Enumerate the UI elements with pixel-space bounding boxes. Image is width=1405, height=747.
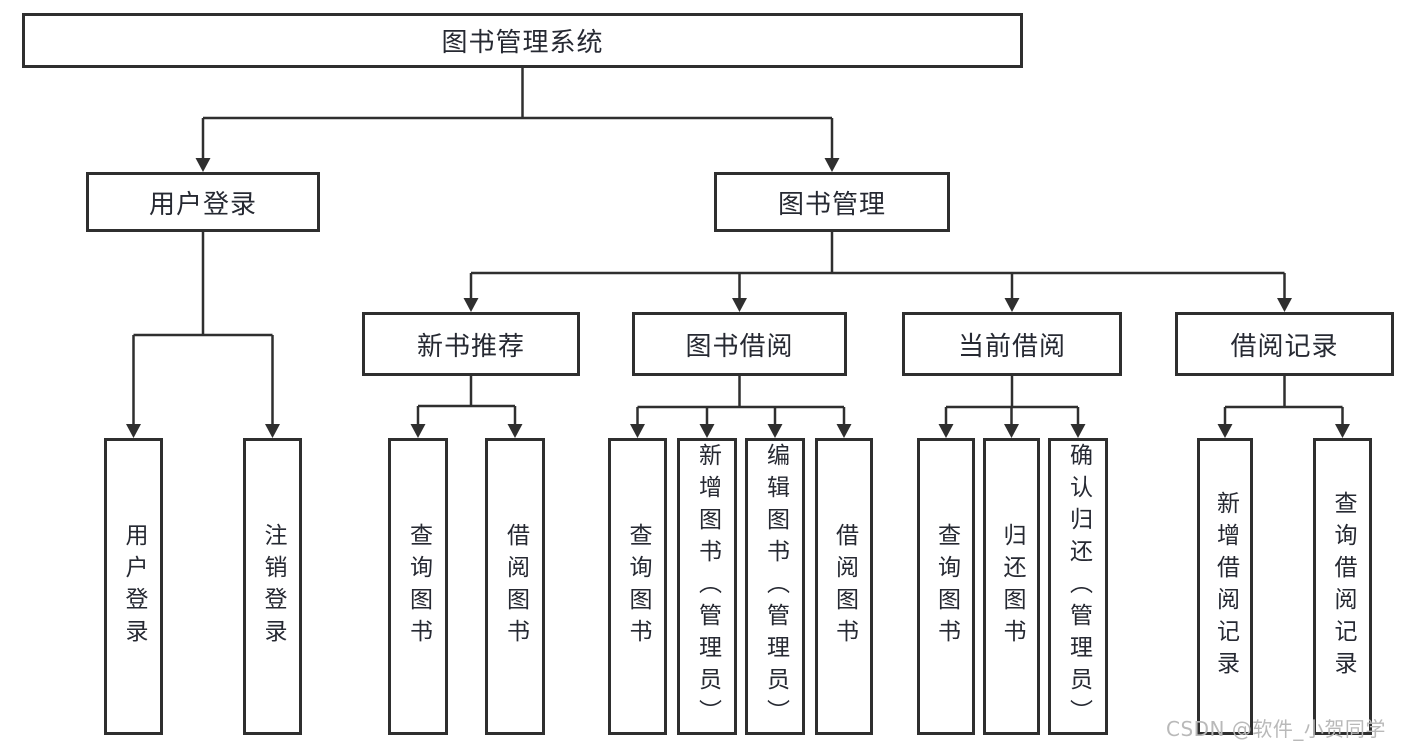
node-book-management: 图书管理 <box>714 172 950 232</box>
leaf-confirm-return-admin-label: 确认归还（管理员） <box>1065 442 1092 731</box>
leaf-borrow-books-recommend-label: 借阅图书 <box>502 522 529 651</box>
node-book-management-label: 图书管理 <box>777 189 886 220</box>
leaf-add-books-admin-label: 新增图书（管理员） <box>694 442 721 731</box>
node-book-borrow: 图书借阅 <box>632 312 847 376</box>
node-new-book-recommend-label: 新书推荐 <box>416 331 525 362</box>
leaf-query-books-recommend-label: 查询图书 <box>405 522 432 651</box>
leaf-user-login: 用户登录 <box>104 438 163 735</box>
leaf-add-borrow-record: 新增借阅记录 <box>1197 438 1253 735</box>
node-user-login: 用户登录 <box>86 172 320 232</box>
leaf-query-borrow-record-label: 查询借阅记录 <box>1330 490 1356 683</box>
node-library-system: 图书管理系统 <box>22 13 1023 68</box>
leaf-query-borrow-record: 查询借阅记录 <box>1313 438 1372 735</box>
node-borrow-records: 借阅记录 <box>1175 312 1394 376</box>
node-current-borrow: 当前借阅 <box>902 312 1122 376</box>
leaf-confirm-return-admin: 确认归还（管理员） <box>1048 438 1108 735</box>
leaf-edit-books-admin-label: 编辑图书（管理员） <box>762 442 789 731</box>
node-borrow-records-label: 借阅记录 <box>1230 331 1339 362</box>
leaf-edit-books-admin: 编辑图书（管理员） <box>745 438 805 735</box>
watermark: CSDN @软件_小贺同学 <box>1166 717 1386 741</box>
leaf-add-borrow-record-label: 新增借阅记录 <box>1212 490 1239 683</box>
leaf-logout: 注销登录 <box>243 438 302 735</box>
leaf-user-login-label: 用户登录 <box>121 522 147 651</box>
leaf-query-books-recommend: 查询图书 <box>388 438 448 735</box>
leaf-borrow-books-label: 借阅图书 <box>831 522 858 651</box>
node-user-login-label: 用户登录 <box>148 189 257 220</box>
node-book-borrow-label: 图书借阅 <box>685 331 794 362</box>
leaf-query-books-current: 查询图书 <box>917 438 975 735</box>
leaf-return-books: 归还图书 <box>983 438 1040 735</box>
leaf-add-books-admin: 新增图书（管理员） <box>677 438 737 735</box>
leaf-borrow-books: 借阅图书 <box>815 438 873 735</box>
leaf-query-books-current-label: 查询图书 <box>933 522 960 651</box>
leaf-query-books-borrow-label: 查询图书 <box>625 522 651 651</box>
node-current-borrow-label: 当前借阅 <box>957 331 1066 362</box>
leaf-logout-label: 注销登录 <box>260 522 286 651</box>
leaf-return-books-label: 归还图书 <box>999 522 1025 651</box>
node-library-system-label: 图书管理系统 <box>441 28 604 58</box>
leaf-query-books-borrow: 查询图书 <box>608 438 667 735</box>
leaf-borrow-books-recommend: 借阅图书 <box>485 438 545 735</box>
node-new-book-recommend: 新书推荐 <box>362 312 580 376</box>
